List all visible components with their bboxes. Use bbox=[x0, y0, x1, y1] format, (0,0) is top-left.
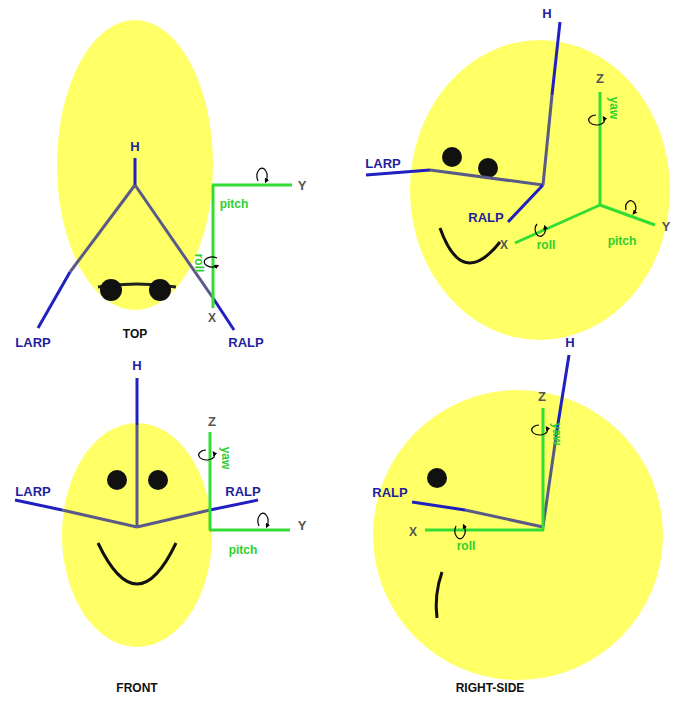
axis-label: RALP bbox=[372, 486, 407, 499]
axis-label: H bbox=[542, 7, 551, 20]
axis-label: LARP bbox=[15, 485, 50, 498]
head-axis bbox=[212, 185, 215, 308]
eye bbox=[427, 468, 447, 488]
rotation-arrow bbox=[204, 257, 217, 267]
canal-axis bbox=[62, 510, 137, 527]
axis-label: LARP bbox=[15, 336, 50, 349]
view-title: RIGHT-SIDE bbox=[456, 682, 525, 694]
head-outline bbox=[57, 20, 213, 310]
rotation-label: roll bbox=[457, 540, 476, 552]
canal-axis bbox=[465, 510, 543, 527]
head-outline bbox=[62, 423, 212, 647]
canal-axis bbox=[137, 510, 210, 527]
head-outline bbox=[373, 390, 663, 680]
head-axis bbox=[542, 408, 545, 530]
head-outline bbox=[410, 40, 670, 340]
rotation-label: pitch bbox=[220, 198, 249, 210]
mouth bbox=[436, 572, 442, 618]
axis-label: X bbox=[208, 312, 216, 324]
eye bbox=[100, 279, 122, 301]
canal-axis bbox=[552, 22, 560, 95]
axis-label: Z bbox=[596, 72, 604, 85]
eye bbox=[149, 279, 171, 301]
rotation-arrow bbox=[455, 526, 465, 539]
axis-label: LARP bbox=[365, 157, 400, 170]
rotation-arrow bbox=[258, 513, 268, 526]
rotation-label: yaw bbox=[551, 423, 563, 446]
axis-label: X bbox=[500, 239, 508, 251]
canal-axis bbox=[38, 272, 70, 328]
axis-label: RALP bbox=[228, 336, 263, 349]
rotation-label: yaw bbox=[608, 97, 620, 120]
rotation-arrow bbox=[535, 224, 545, 236]
head-axis bbox=[515, 205, 600, 243]
rotation-arrow bbox=[199, 450, 215, 460]
eye bbox=[148, 470, 168, 490]
axis-label: RALP bbox=[468, 211, 503, 224]
canal-axis bbox=[136, 378, 139, 425]
canal-axis bbox=[135, 185, 213, 298]
mouth bbox=[440, 228, 500, 263]
head-axis bbox=[209, 432, 212, 530]
rotation-arrow bbox=[257, 168, 267, 181]
canal-axis bbox=[430, 170, 543, 185]
canal-axis bbox=[213, 298, 234, 330]
head-axis bbox=[600, 205, 655, 225]
eye bbox=[107, 470, 127, 490]
rotation-arrow bbox=[589, 115, 605, 125]
canal-axis bbox=[412, 502, 465, 510]
rotation-label: pitch bbox=[608, 235, 637, 247]
head-axis bbox=[599, 92, 602, 205]
axis-label: H bbox=[565, 336, 574, 349]
canal-axis bbox=[543, 95, 552, 185]
canal-axis bbox=[136, 425, 139, 527]
head-axis bbox=[212, 184, 292, 187]
canal-axis bbox=[70, 185, 135, 272]
canal-axis bbox=[557, 355, 569, 430]
rotation-label: pitch bbox=[229, 544, 258, 556]
view-title: TOP bbox=[123, 328, 147, 340]
canal-axis bbox=[134, 158, 137, 185]
rotation-arrow bbox=[532, 425, 548, 435]
axis-label: Y bbox=[662, 220, 671, 233]
mouth bbox=[98, 543, 176, 584]
canal-axis bbox=[366, 170, 430, 175]
canal-axis bbox=[210, 500, 258, 510]
view-title: FRONT bbox=[116, 682, 157, 694]
canal-axis bbox=[508, 185, 543, 222]
eye bbox=[442, 147, 462, 167]
rotation-label: yaw bbox=[220, 447, 232, 470]
axis-label: Z bbox=[208, 415, 216, 428]
eye bbox=[478, 158, 498, 178]
axis-label: Y bbox=[298, 179, 307, 192]
axis-label: Z bbox=[538, 390, 546, 403]
canal-axis bbox=[15, 500, 62, 510]
axis-label: RALP bbox=[225, 485, 260, 498]
head-axis bbox=[425, 529, 544, 532]
axis-label: X bbox=[409, 526, 417, 538]
rotation-label: roll bbox=[193, 254, 205, 273]
axis-label: Y bbox=[298, 519, 307, 532]
head-axis bbox=[209, 529, 290, 532]
rotation-arrow bbox=[626, 201, 636, 213]
axis-label: H bbox=[130, 140, 139, 153]
rotation-label: roll bbox=[537, 239, 556, 251]
axis-label: H bbox=[132, 359, 141, 372]
